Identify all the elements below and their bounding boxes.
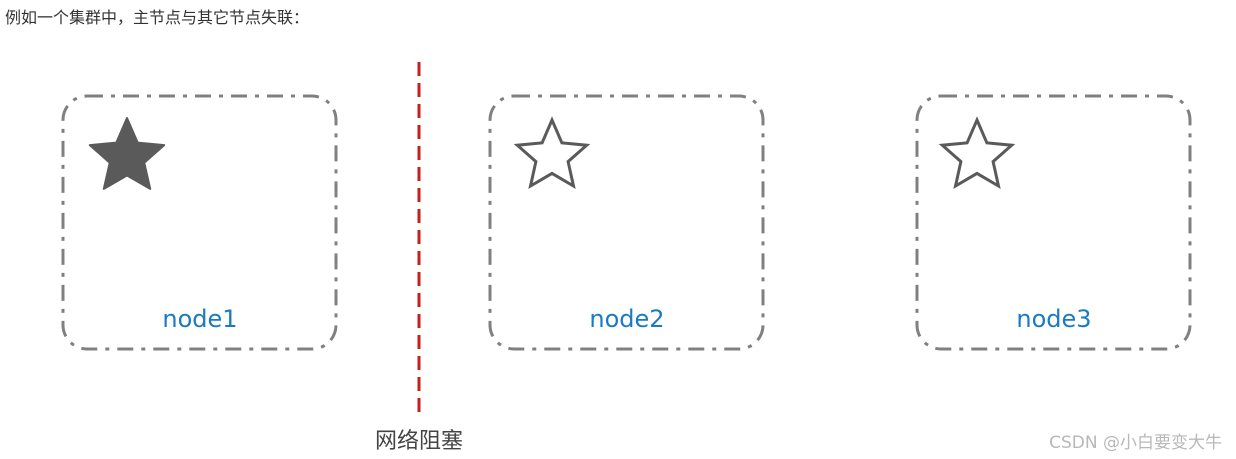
outline-star-icon [938,116,1016,190]
node-label-1: node1 [162,305,237,333]
watermark-text: CSDN @小白要变大牛 [1049,433,1222,453]
filled-star-icon [88,117,166,190]
node-box-1: node1 [61,94,338,351]
node-box-3: node3 [915,94,1192,351]
partition-label: 网络阻塞 [375,429,463,454]
caption-text: 例如一个集群中，主节点与其它节点失联： [5,8,310,27]
node-label-2: node2 [589,305,664,333]
outline-star-icon [513,116,591,190]
node-box-2: node2 [488,94,765,351]
node-label-3: node3 [1016,305,1091,333]
